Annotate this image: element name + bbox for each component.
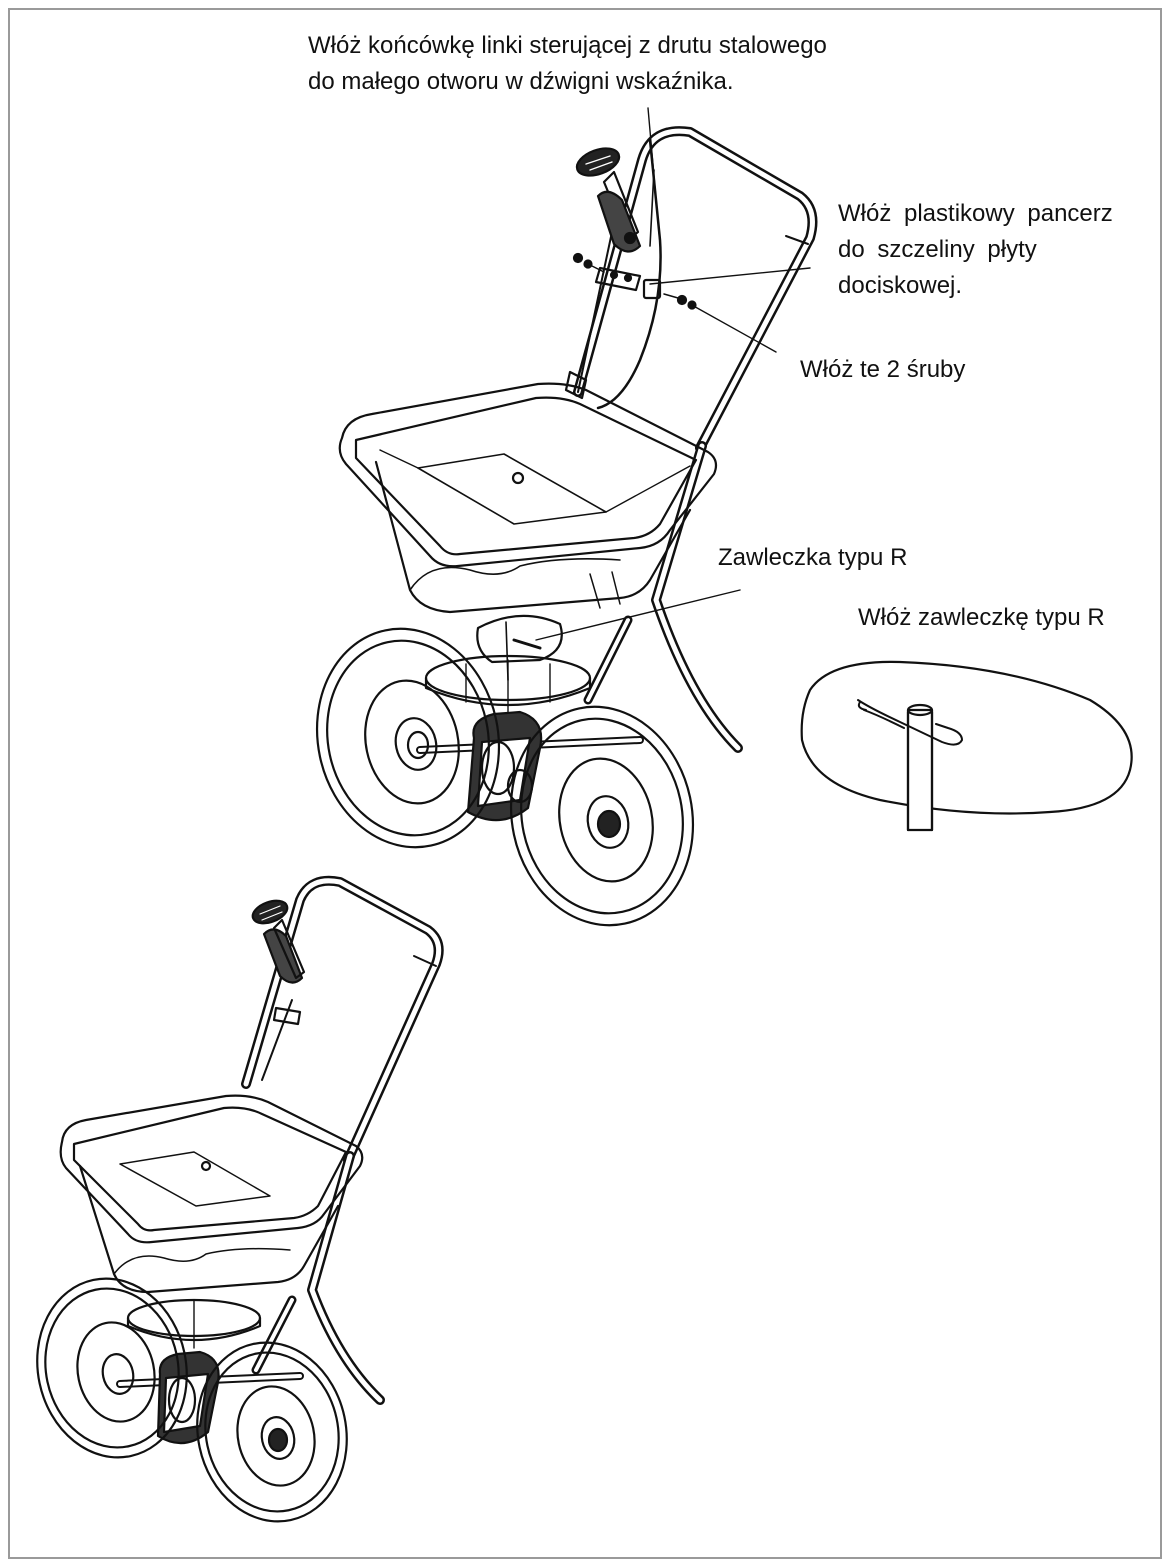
page-frame [8, 8, 1162, 1559]
armor-line-1: Włóż plastikowy pancerz [838, 200, 1113, 227]
r-pin-annotation: Zawleczka typu R [718, 544, 908, 571]
cable-end-annotation: Włóż końcówkę linki sterującej z drutu s… [308, 28, 827, 100]
indicator-lever [575, 147, 642, 253]
armor-annotation: Włóż plastikowy pancerz do szczeliny pły… [838, 196, 1113, 304]
hopper [338, 382, 718, 614]
bolts-annotation: Włóż te 2 śruby [800, 356, 966, 383]
armor-line-3: dociskowej. [838, 272, 963, 299]
wheel-left-top [315, 627, 501, 849]
armor-line-2: do szczeliny płyty [838, 236, 1037, 263]
shutoff-plate [476, 614, 563, 664]
control-cable [596, 138, 662, 410]
pressure-plate [594, 266, 662, 300]
wheel-right-top [509, 705, 695, 927]
cable-end-line-2: do małego otworu w dźwigni wskaźnika. [308, 68, 734, 95]
impeller [424, 654, 592, 713]
spreader-top [315, 126, 818, 927]
spreader-bottom [36, 875, 444, 1523]
cable-end-line-1: Włóż końcówkę linki sterującej z drutu s… [308, 32, 827, 59]
insert-r-pin-annotation: Włóż zawleczkę typu R [858, 604, 1105, 631]
r-pin-detail [800, 660, 1133, 832]
leader-lines [535, 107, 811, 641]
